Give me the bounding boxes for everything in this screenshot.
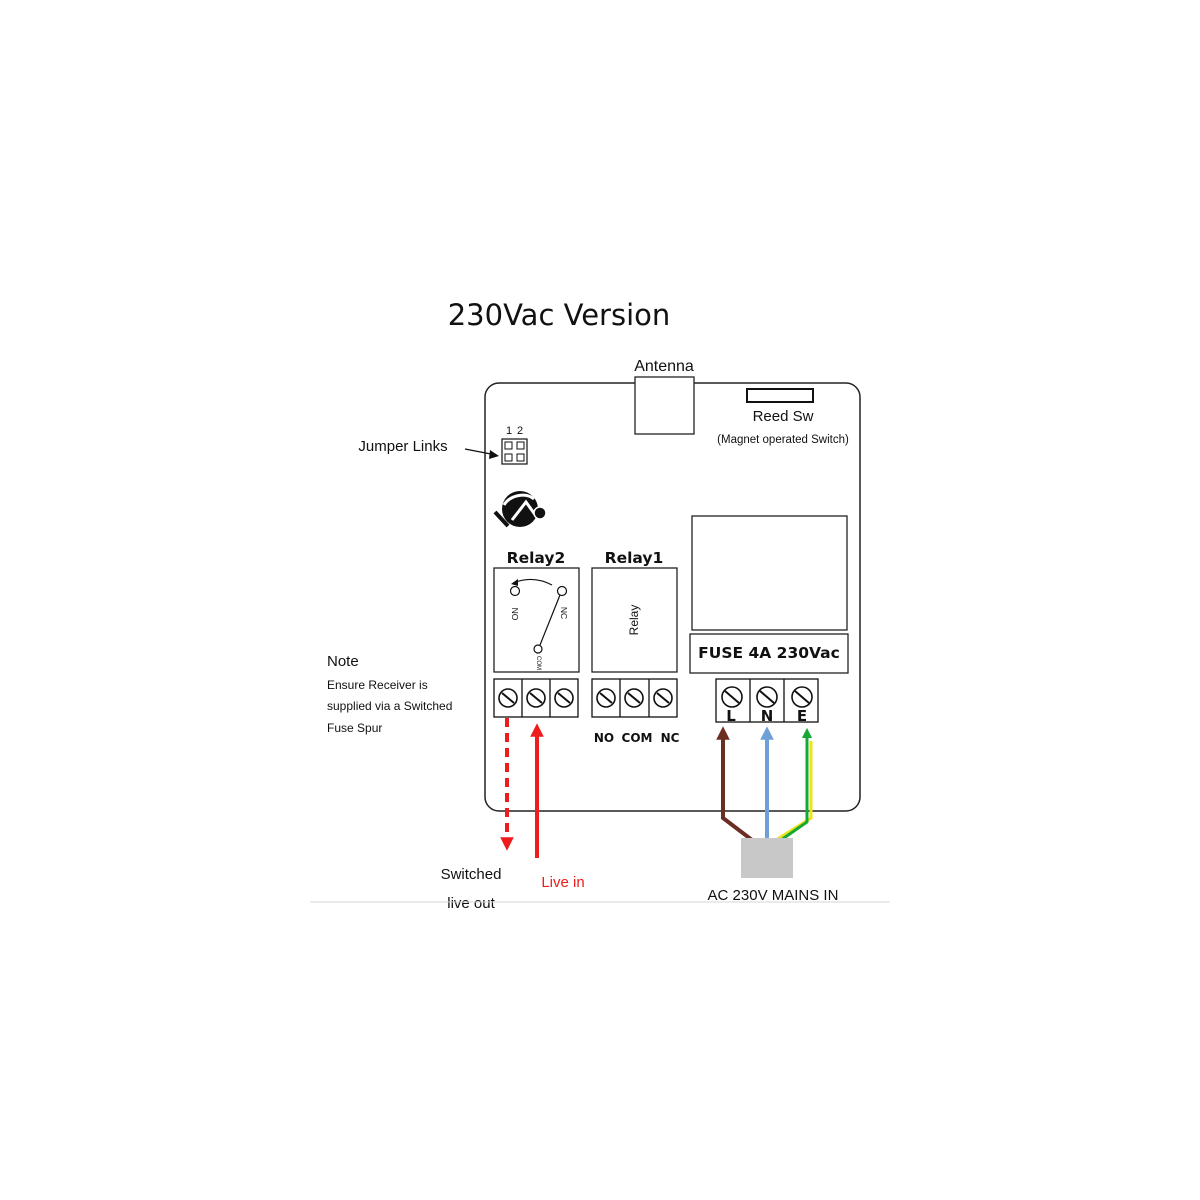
reed-switch	[746, 388, 814, 403]
switched-live-out-label-line-2: live out	[447, 895, 495, 912]
diagram-title: 230Vac Version	[448, 298, 671, 332]
relay1-terminal-nc: NC	[661, 731, 680, 745]
relay2-label: Relay2	[507, 549, 566, 567]
relay2-switch-symbol	[509, 578, 568, 654]
jumper-pin-2: 2	[517, 425, 523, 437]
jumper-pointer-arrowhead	[489, 450, 499, 459]
fuse-label-box	[689, 633, 849, 674]
terminal-screw-icon	[526, 688, 546, 708]
live-brown-wire	[716, 726, 754, 842]
relay1-terminal-com: COM	[622, 731, 653, 745]
note-heading: Note	[327, 653, 359, 670]
terminal-screw-icon	[721, 686, 743, 708]
antenna-block	[634, 376, 695, 435]
relay1-body-text: Relay	[627, 605, 641, 636]
relay1-body	[591, 567, 678, 673]
terminal-screw-icon	[596, 688, 616, 708]
relay1-terminal-no: NO	[594, 731, 614, 745]
mains-terminal-e: E	[797, 707, 807, 725]
reed-switch-label: Reed Sw	[753, 408, 814, 425]
jumper-header	[501, 438, 528, 465]
mains-terminal-block	[715, 678, 819, 723]
relay2-com-label: COM	[535, 656, 541, 670]
terminal-screw-icon	[498, 688, 518, 708]
terminal-screw-icon	[791, 686, 813, 708]
brand-logo	[493, 491, 547, 528]
terminal-screw-icon	[554, 688, 574, 708]
relay1-label: Relay1	[605, 549, 664, 567]
relay2-no-label: NO	[510, 608, 520, 621]
relay1-terminal-block	[591, 678, 678, 718]
switched-live-out-label-line-1: Switched	[441, 866, 502, 883]
mains-terminal-n: N	[761, 707, 774, 725]
earth-wire-yellow	[775, 741, 813, 842]
mains-terminal-l: L	[726, 707, 736, 725]
terminal-screw-icon	[653, 688, 673, 708]
earth-wire-green	[780, 727, 813, 842]
mains-source-box	[741, 838, 793, 878]
reed-switch-sublabel: (Magnet operated Switch)	[717, 434, 849, 446]
note-line-3: Fuse Spur	[327, 721, 382, 735]
note-line-1: Ensure Receiver is	[327, 678, 428, 692]
live-in-label: Live in	[541, 874, 584, 891]
fuse-housing	[691, 515, 848, 631]
terminal-screw-icon	[756, 686, 778, 708]
fuse-label: FUSE 4A 230Vac	[698, 644, 840, 662]
relay2-nc-label: NC	[559, 607, 569, 619]
terminal-screw-icon	[624, 688, 644, 708]
jumper-pin-1: 1	[506, 425, 512, 437]
relay2-terminal-block	[493, 678, 579, 718]
note-line-2: supplied via a Switched	[327, 699, 452, 713]
antenna-label: Antenna	[634, 358, 694, 375]
relay2-body	[493, 567, 580, 673]
jumper-links-label: Jumper Links	[358, 438, 447, 455]
mains-in-label: AC 230V MAINS IN	[708, 887, 839, 904]
